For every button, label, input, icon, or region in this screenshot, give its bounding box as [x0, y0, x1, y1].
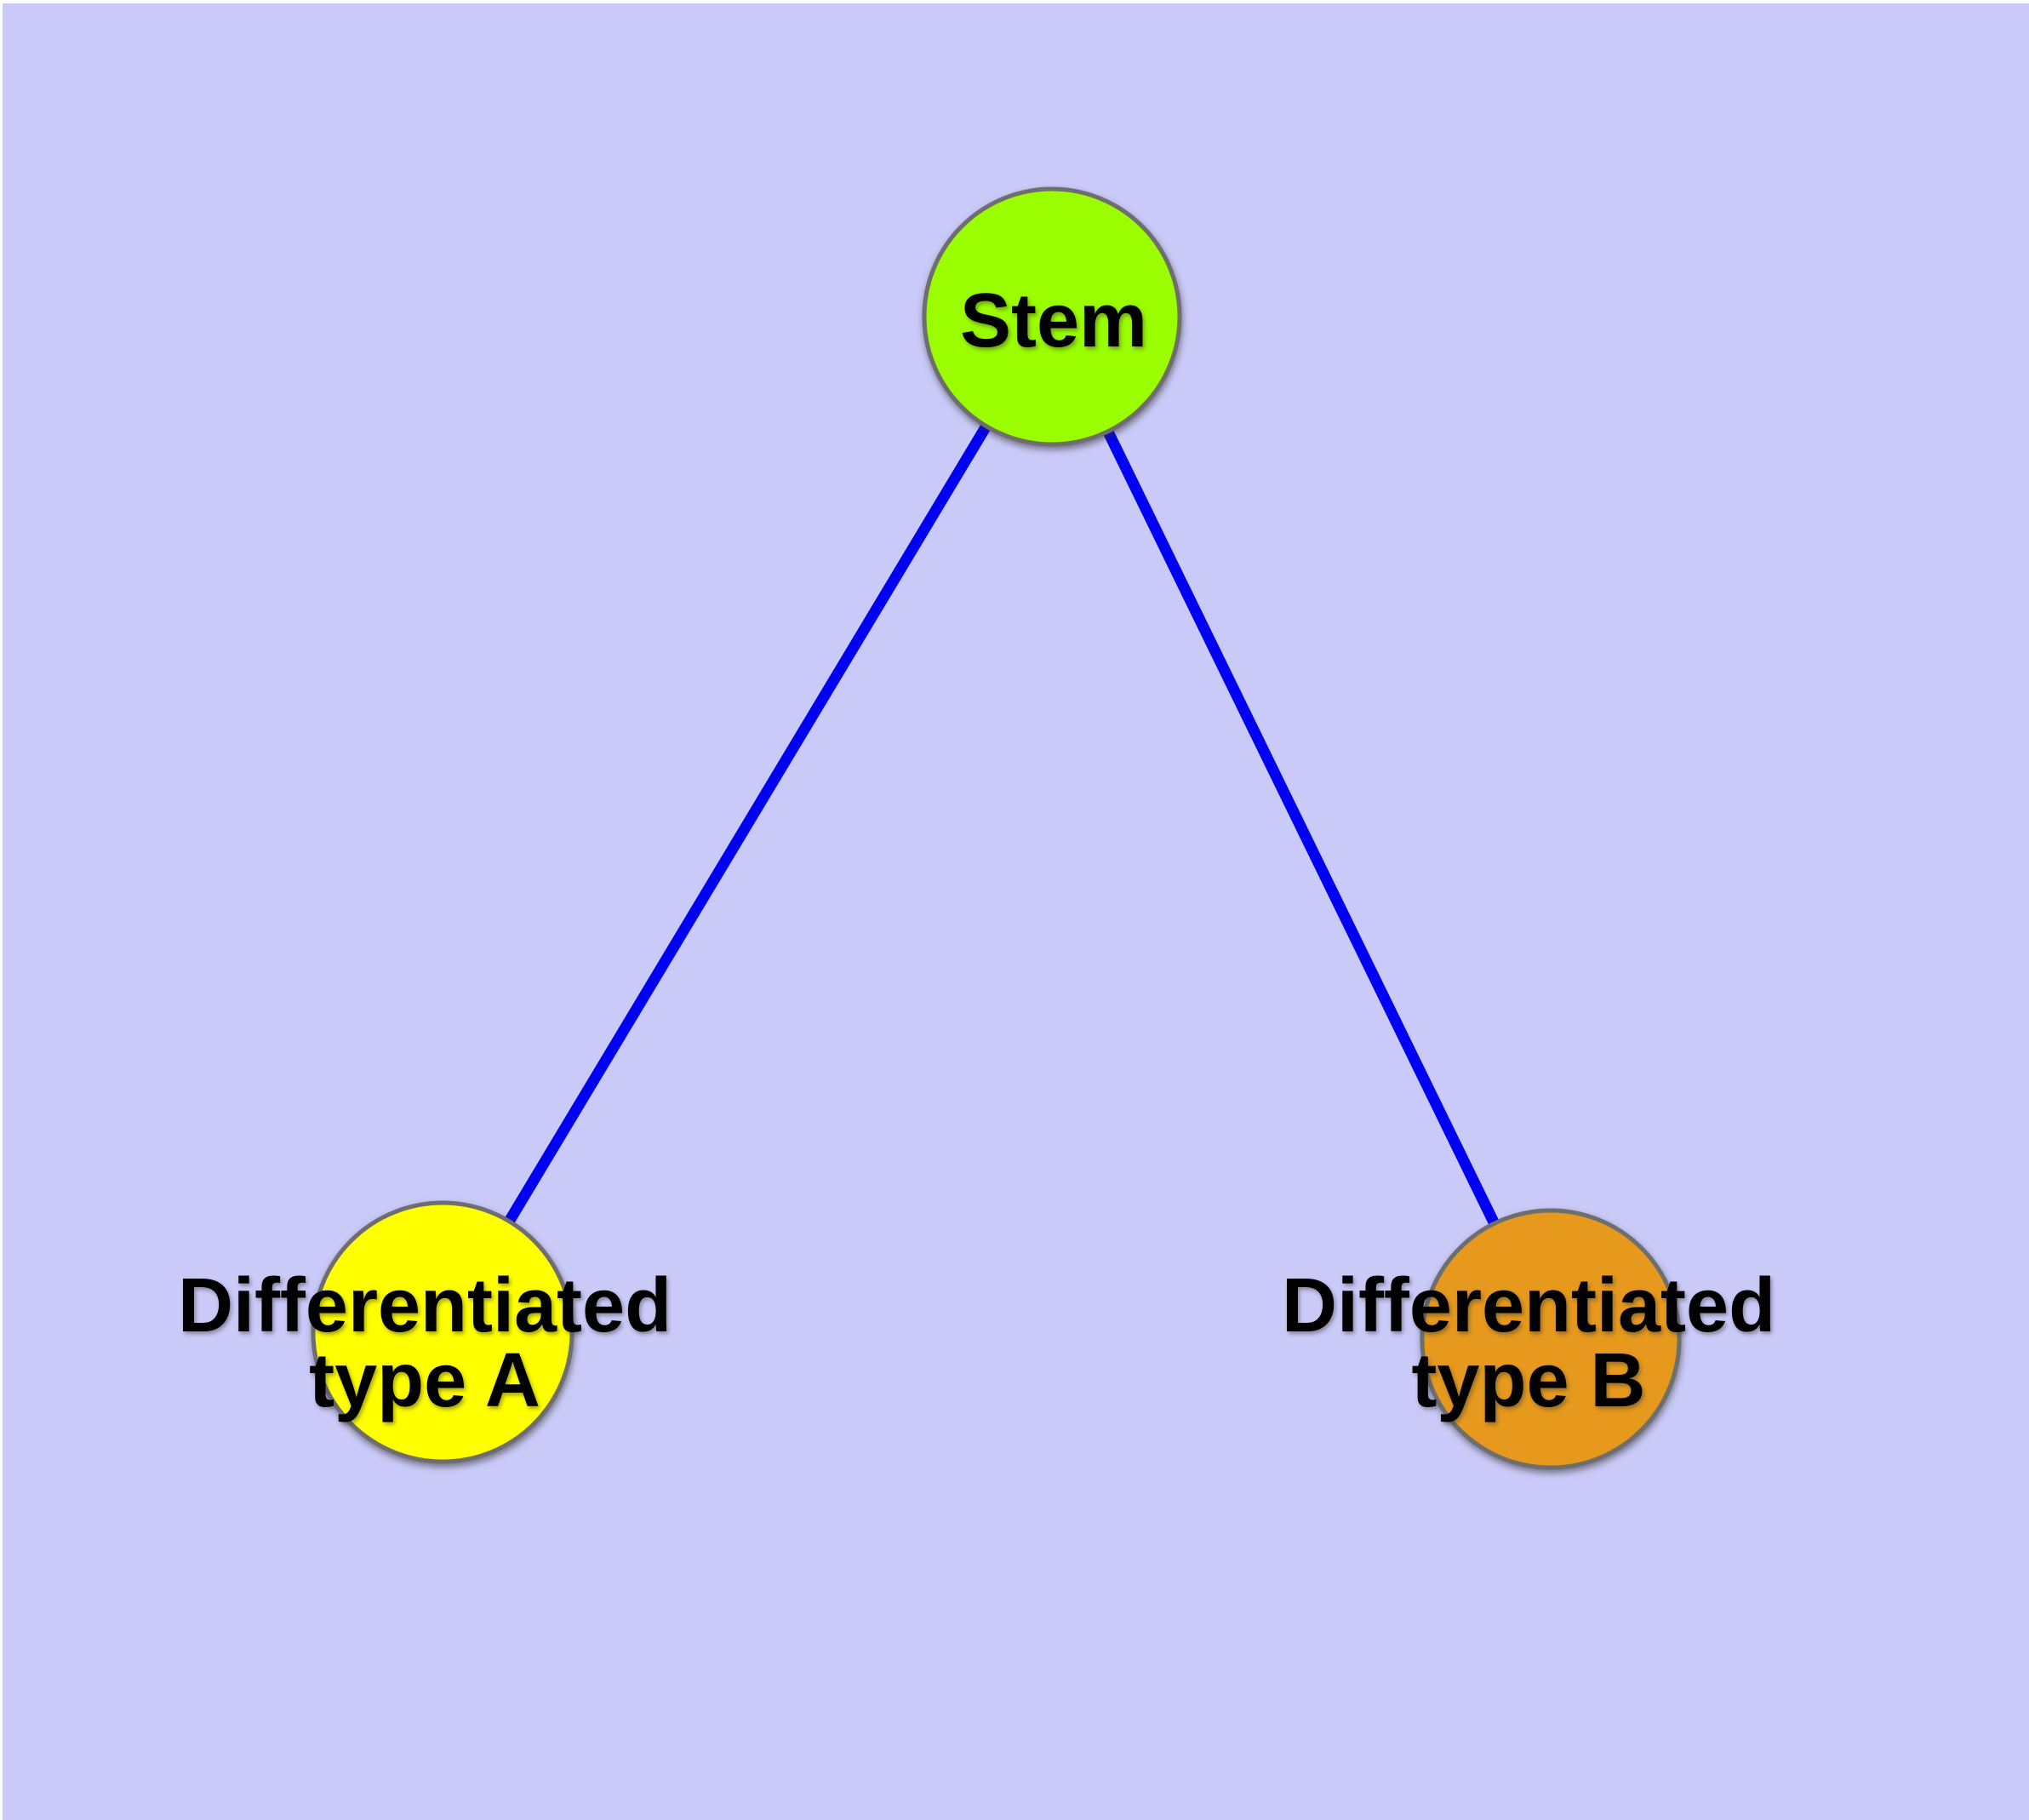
node-stem-circle	[922, 186, 1182, 447]
edge-stem-to-type-b	[1047, 314, 1556, 1342]
node-type-b-circle	[1420, 1208, 1682, 1470]
edge-stem-to-type-a	[437, 313, 1057, 1336]
node-type-a-circle	[311, 1200, 574, 1464]
